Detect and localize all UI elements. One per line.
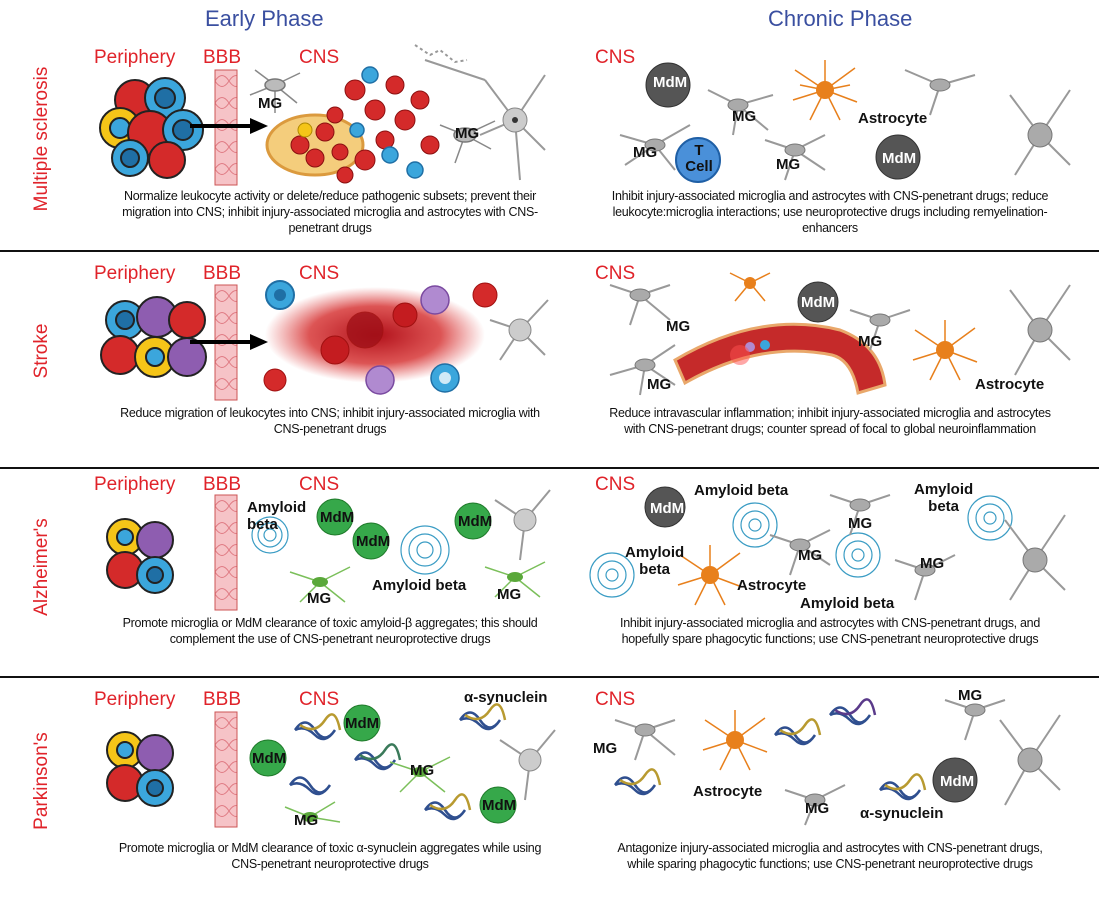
ms-early-cns-scene: [249, 66, 496, 184]
pd-chronic-mg1: MG: [593, 740, 618, 757]
pd-periphery-label: Periphery: [94, 689, 176, 710]
ad-early-mg2: MG: [497, 586, 522, 603]
ad-chronic-cns-label: CNS: [595, 474, 636, 495]
ms-chronic-scene: [619, 60, 1071, 183]
divider-1: [0, 250, 1099, 252]
ad-early-mdm1: MdM: [320, 509, 355, 526]
ad-chronic-amyloid1: Amyloid beta: [694, 482, 789, 499]
ad-early-amyloid1: Amyloid beta: [247, 499, 307, 533]
ms-chronic-mg2: MG: [633, 144, 658, 161]
pd-chronic-mg3: MG: [805, 800, 830, 817]
ms-bbb-label: BBB: [203, 47, 242, 68]
ad-chronic-astrocyte: Astrocyte: [737, 577, 807, 594]
pd-early-mdm1: MdM: [345, 715, 380, 732]
row-label-stroke: Stroke: [31, 323, 52, 379]
ms-periphery-cells: [99, 77, 204, 179]
ad-chronic-mg3: MG: [920, 555, 945, 572]
ms-chronic-astrocyte: Astrocyte: [858, 110, 928, 127]
stroke-chronic-mg1: MG: [666, 318, 691, 335]
stroke-early-caption: Reduce migration of leukocytes into CNS;…: [120, 406, 540, 436]
pd-chronic-syn: α-synuclein: [860, 805, 944, 822]
ms-early-neuron: [414, 44, 546, 181]
ms-chronic-cns-label: CNS: [595, 47, 636, 68]
pd-cns-label: CNS: [299, 689, 340, 710]
ms-chronic-caption: Inhibit injury-associated microglia and …: [611, 189, 1049, 235]
ms-chronic-mg1: MG: [732, 108, 757, 125]
ad-bbb-barrier: [214, 494, 238, 611]
ms-early-mg1: MG: [258, 95, 283, 112]
pd-chronic-caption: Antagonize injury-associated microglia a…: [617, 841, 1043, 871]
chronic-phase-title: Chronic Phase: [768, 6, 913, 31]
pd-chronic-mdm: MdM: [940, 773, 975, 790]
stroke-periphery-cells: [100, 296, 207, 378]
pd-bbb-barrier: [214, 711, 238, 828]
ms-cns-label: CNS: [299, 47, 340, 68]
ad-early-caption: Promote microglia or MdM clearance of to…: [122, 616, 538, 646]
ad-bbb-label: BBB: [203, 474, 242, 495]
ms-chronic-mdm1: MdM: [653, 74, 688, 91]
stroke-chronic-mg2: MG: [858, 333, 883, 350]
stroke-migration-arrow: [190, 334, 268, 350]
ms-periphery-label: Periphery: [94, 47, 176, 68]
row-label-ms: Multiple sclerosis: [31, 66, 52, 212]
ms-early-caption: Normalize leukocyte activity or delete/r…: [122, 189, 538, 235]
stroke-chronic-caption: Reduce intravascular inflammation; inhib…: [609, 406, 1051, 436]
row-label-alzheimers: Alzheimer's: [31, 518, 52, 616]
ad-chronic-amyloid3: Amyloid beta: [625, 544, 685, 578]
ad-chronic-amyloid4: Amyloid beta: [800, 595, 895, 612]
ms-chronic-mg3: MG: [776, 156, 801, 173]
pd-early-mg1: MG: [410, 762, 435, 779]
stroke-chronic-cns-label: CNS: [595, 263, 636, 284]
stroke-bbb-label: BBB: [203, 263, 242, 284]
ad-chronic-amyloid2: Amyloid beta: [914, 481, 974, 515]
ms-early-mg2: MG: [455, 125, 480, 142]
ad-chronic-mg2: MG: [798, 547, 823, 564]
pd-early-cns-scene: [249, 703, 556, 824]
ad-chronic-scene: [589, 486, 1066, 606]
stroke-periphery-label: Periphery: [94, 263, 176, 284]
pd-early-caption: Promote microglia or MdM clearance of to…: [118, 841, 542, 871]
pd-bbb-label: BBB: [203, 689, 242, 710]
ad-chronic-mdm: MdM: [650, 500, 685, 517]
pd-early-mdm3: MdM: [482, 797, 517, 814]
pd-chronic-cns-label: CNS: [595, 689, 636, 710]
stroke-chronic-mg3: MG: [647, 376, 672, 393]
ms-chronic-tcell: T Cell: [685, 142, 713, 175]
divider-2: [0, 467, 1099, 469]
pd-chronic-mg2: MG: [958, 687, 983, 704]
ad-chronic-mg1: MG: [848, 515, 873, 532]
pd-early-mdm2: MdM: [252, 750, 287, 767]
stroke-early-cns-scene: [263, 280, 549, 395]
ad-early-amyloid2: Amyloid beta: [372, 577, 467, 594]
pd-early-syn: α-synuclein: [464, 689, 548, 706]
early-phase-title: Early Phase: [205, 6, 324, 31]
ms-migration-arrow: [190, 118, 268, 134]
ad-early-mdm2: MdM: [356, 533, 391, 550]
stroke-chronic-scene: [609, 272, 1071, 396]
stroke-cns-label: CNS: [299, 263, 340, 284]
ad-chronic-caption: Inhibit injury-associated microglia and …: [620, 616, 1040, 646]
pd-early-mg2: MG: [294, 812, 319, 829]
ad-cns-label: CNS: [299, 474, 340, 495]
row-label-parkinsons: Parkinson's: [31, 732, 52, 830]
pd-chronic-scene: [613, 698, 1061, 826]
ad-early-mdm3: MdM: [458, 513, 493, 530]
ad-early-cns-scene: [251, 489, 551, 603]
ad-early-mg1: MG: [307, 590, 332, 607]
ms-chronic-mdm2: MdM: [882, 150, 917, 167]
divider-3: [0, 676, 1099, 678]
stroke-chronic-astrocyte: Astrocyte: [975, 376, 1045, 393]
stroke-chronic-mdm: MdM: [801, 294, 836, 311]
ad-periphery-cells: [106, 518, 174, 594]
ad-periphery-label: Periphery: [94, 474, 176, 495]
pd-chronic-astrocyte: Astrocyte: [693, 783, 763, 800]
pd-periphery-cells: [106, 731, 174, 807]
